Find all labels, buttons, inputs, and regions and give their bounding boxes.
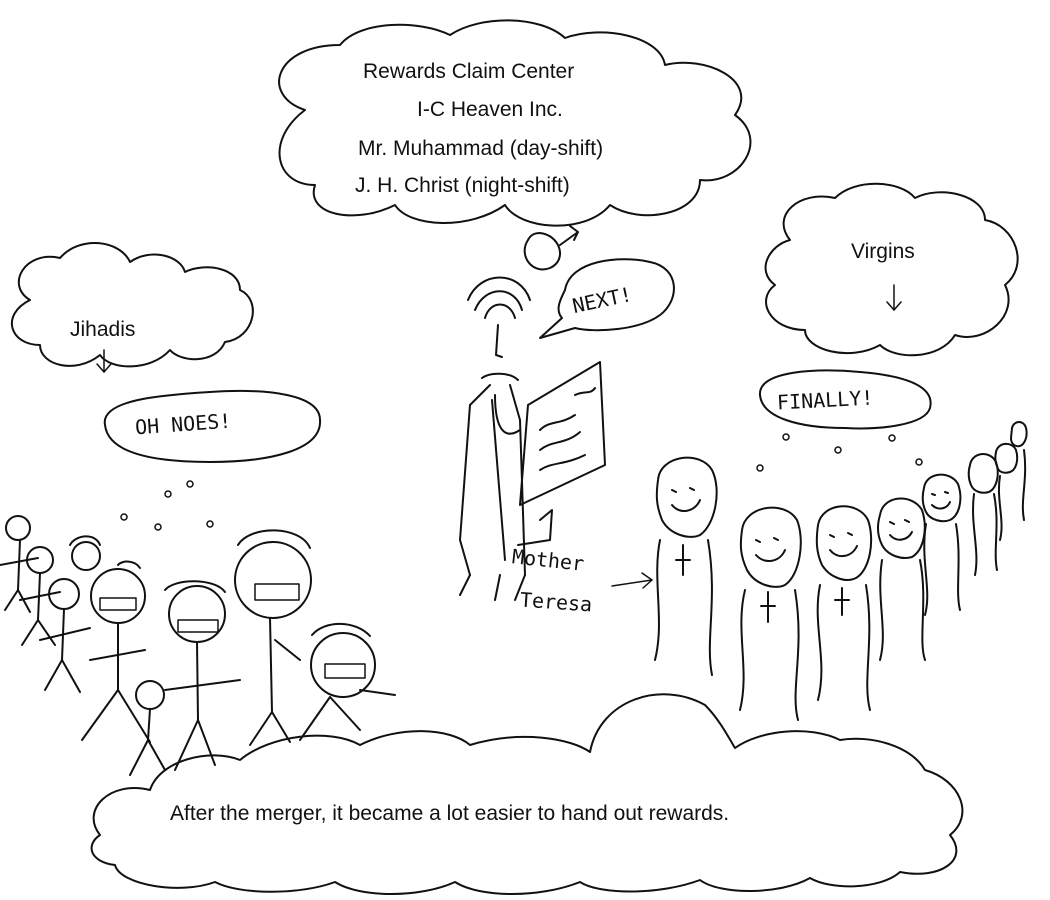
virgins-arrow bbox=[886, 284, 902, 311]
virgin-figure-5 bbox=[921, 473, 962, 616]
sign-line-4: J. H. Christ (night-shift) bbox=[355, 174, 570, 197]
sign-line-3: Mr. Muhammad (day-shift) bbox=[358, 137, 604, 160]
clerk-figure bbox=[459, 225, 606, 601]
virgin-figure-3 bbox=[815, 505, 873, 711]
virgins-thought-dots bbox=[756, 433, 923, 472]
jihadi-figure-2 bbox=[19, 546, 61, 646]
floor-cloud bbox=[90, 693, 964, 895]
virgin-figure-2 bbox=[739, 506, 802, 721]
next-bubble bbox=[539, 258, 675, 339]
virgin-figure-7 bbox=[994, 421, 1028, 541]
mother-teresa-label-line-2: Teresa bbox=[519, 587, 593, 617]
caption: After the merger, it became a lot easier… bbox=[170, 802, 730, 825]
sign-line-2: I-C Heaven Inc. bbox=[417, 98, 563, 121]
virgins-label: Virgins bbox=[851, 240, 915, 263]
jihadi-figure-9 bbox=[299, 622, 396, 741]
sign-line-1: Rewards Claim Center bbox=[363, 60, 575, 83]
virgin-figure-6 bbox=[967, 453, 999, 576]
finally-bubble bbox=[758, 369, 932, 430]
oh-noes-bubble bbox=[103, 389, 322, 463]
jihadi-figure-4 bbox=[69, 535, 101, 571]
virgin-figure-4 bbox=[876, 497, 926, 661]
jihadi-figure-5 bbox=[81, 560, 151, 743]
virgin-figure-1 bbox=[654, 456, 718, 676]
jihadis-label: Jihadis bbox=[70, 318, 136, 341]
jihadi-figure-1 bbox=[0, 515, 39, 613]
jihadis-cloud bbox=[10, 242, 254, 368]
sign-cloud bbox=[278, 19, 752, 227]
jihadis-thought-dots bbox=[120, 480, 214, 531]
virgins-cloud bbox=[764, 182, 1019, 357]
jihadi-figure-6 bbox=[129, 680, 166, 776]
jihadis-arrow bbox=[96, 349, 112, 373]
oh-noes-speech: OH NOES! bbox=[134, 408, 233, 440]
jihadi-figure-3 bbox=[39, 578, 91, 693]
jihadi-figure-7 bbox=[164, 580, 241, 771]
finally-speech: FINALLY! bbox=[776, 385, 874, 415]
mother-teresa-arrow bbox=[611, 572, 653, 589]
jihadi-figure-8 bbox=[234, 529, 312, 746]
